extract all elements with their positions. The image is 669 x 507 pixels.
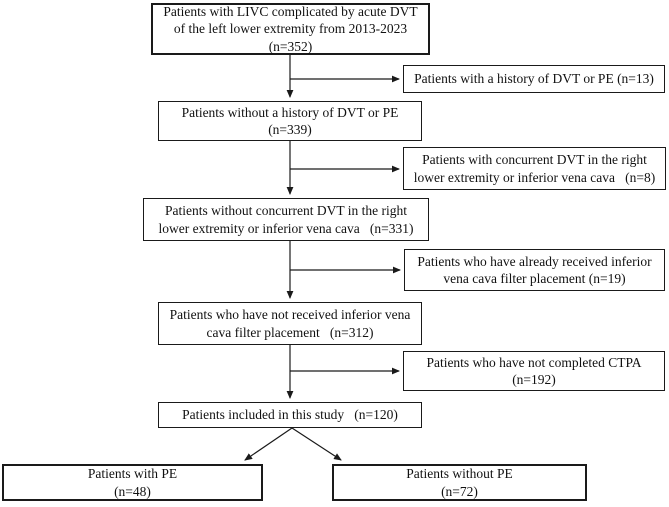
box-line: Patients with PE (87, 466, 178, 482)
box-line: Patients without concurrent DVT in the r… (165, 203, 407, 219)
box-line: Patients included in this study (n=120) (182, 407, 398, 423)
box-excluded-history-dvt-pe: Patients with a history of DVT or PE (n=… (403, 65, 665, 93)
arrow-included-to-with-pe (244, 427, 293, 461)
box-line: Patients who have not received inferior … (169, 307, 411, 323)
box-line: Patients with LIVC complicated by acute … (163, 4, 418, 20)
box-line: lower extremity or inferior vena cava (n… (158, 220, 414, 236)
box-line: Patients who have already received infer… (417, 253, 652, 269)
box-with-pe: Patients with PE (n=48) (2, 464, 263, 501)
box-line: Patients with concurrent DVT in the righ… (422, 152, 647, 168)
box-line: (n=72) (441, 483, 478, 499)
box-no-history-dvt-pe: Patients without a history of DVT or PE … (158, 101, 422, 141)
box-line: (n=48) (114, 483, 151, 499)
arrow-included-to-without-pe (291, 427, 342, 461)
box-without-pe: Patients without PE (n=72) (332, 464, 587, 501)
box-line: of the left lower extremity from 2013-20… (173, 21, 408, 37)
box-excluded-filter-placement: Patients who have already received infer… (404, 249, 665, 291)
box-excluded-no-ctpa: Patients who have not completed CTPA (n=… (403, 351, 665, 391)
box-line: Patients who have not completed CTPA (426, 354, 642, 370)
box-no-concurrent-dvt: Patients without concurrent DVT in the r… (143, 198, 429, 241)
box-line: vena cava filter placement (n=19) (443, 271, 626, 286)
box-line: lower extremity or inferior vena cava (n… (413, 169, 656, 185)
box-line: (n=339) (268, 122, 312, 137)
box-excluded-concurrent-dvt: Patients with concurrent DVT in the righ… (403, 147, 666, 190)
box-line: Patients with a history of DVT or PE (n=… (414, 71, 654, 87)
box-line: Patients without a history of DVT or PE (181, 104, 399, 120)
box-line: (n=192) (512, 372, 556, 387)
box-initial-cohort: Patients with LIVC complicated by acute … (151, 3, 430, 55)
box-included-in-study: Patients included in this study (n=120) (158, 402, 422, 428)
box-line: (n=352) (268, 38, 313, 54)
box-line: cava filter placement (n=312) (206, 324, 374, 340)
box-line: Patients without PE (406, 466, 513, 482)
box-no-filter-placement: Patients who have not received inferior … (158, 302, 422, 345)
